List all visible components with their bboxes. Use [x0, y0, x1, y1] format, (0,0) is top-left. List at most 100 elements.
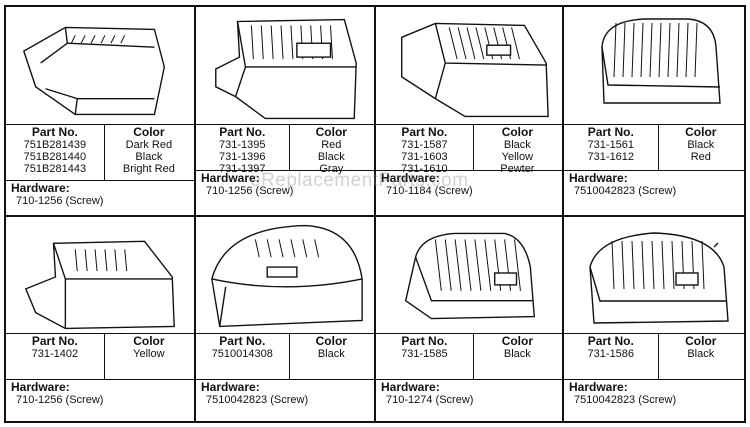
hardware-section: Hardware:7510042823 (Screw): [196, 379, 374, 421]
color-header: Color: [501, 125, 534, 139]
hardware-value: 710-1184 (Screw): [386, 185, 473, 197]
part-number: 731-1587: [401, 139, 448, 151]
long-shroud-icon: [6, 7, 194, 124]
color-header: Color: [133, 334, 165, 348]
watermark-text: eReplacementParts.com: [250, 170, 469, 191]
part-number: 751B281439: [23, 139, 87, 151]
hardware-header: Hardware:: [11, 181, 70, 195]
hardware-section: Hardware:710-1256 (Screw): [6, 379, 194, 421]
hardware-header: Hardware:: [201, 380, 260, 394]
hardware-section: Hardware:7510042823 (Screw): [564, 379, 744, 421]
hardware-header: Hardware:: [201, 171, 260, 185]
part-number: 751B281443: [23, 163, 87, 175]
part-color: Yellow: [501, 151, 534, 163]
color-header: Color: [315, 125, 347, 139]
part-number-column: Part No.731-1402: [6, 334, 105, 380]
hardware-header: Hardware:: [11, 380, 70, 394]
color-header: Color: [685, 334, 717, 348]
part-color: Red: [690, 151, 711, 163]
part-color: Black: [503, 348, 531, 360]
hardware-value: 710-1256 (Screw): [16, 394, 104, 406]
part-number-header: Part No.: [587, 334, 634, 348]
part-number-header: Part No.: [587, 125, 634, 139]
hardware-value: 710-1256 (Screw): [16, 195, 104, 207]
color-header: Color: [685, 125, 717, 139]
hardware-header: Hardware:: [569, 171, 628, 185]
part-color: Dark Red: [125, 139, 173, 151]
part-color: Black: [687, 139, 715, 151]
hardware-value: 7510042823 (Screw): [574, 394, 677, 406]
hardware-header: Hardware:: [381, 171, 440, 185]
part-number: 731-1612: [587, 151, 635, 163]
part-color: Black: [135, 151, 163, 163]
part-number-header: Part No.: [401, 125, 448, 139]
grilled-shroud-icon: [196, 7, 374, 124]
part-number-header: Part No.: [401, 334, 448, 348]
hardware-section: Hardware:710-1184 (Screw): [376, 170, 562, 215]
part-color: Black: [317, 348, 345, 360]
domed-shroud-icon: [196, 217, 374, 333]
rounded-shroud-icon: [564, 7, 744, 124]
hardware-section: Hardware:710-1274 (Screw): [376, 379, 562, 421]
part-color: Gray: [319, 163, 344, 175]
hardware-value: 7510042823 (Screw): [206, 394, 309, 406]
part-number-column: Part No.731-1585: [376, 334, 474, 380]
part-number: 751B281440: [23, 151, 87, 163]
part-number-header: Part No.: [219, 334, 266, 348]
part-color: Pewter: [500, 163, 535, 175]
part-number: 731-1603: [401, 151, 448, 163]
part-number: 731-1395: [219, 139, 266, 151]
hardware-header: Hardware:: [569, 380, 628, 394]
hardware-value: 710-1274 (Screw): [386, 394, 474, 406]
boxed-shroud-icon: [564, 217, 744, 333]
part-color: Red: [321, 139, 342, 151]
part-number-header: Part No.: [31, 334, 78, 348]
part-number: 731-1402: [31, 348, 79, 360]
part-color: Yellow: [133, 348, 165, 360]
part-color: Black: [503, 139, 531, 151]
part-number-column: Part No.731-1586: [564, 334, 659, 380]
part-color: Black: [687, 348, 715, 360]
hardware-header: Hardware:: [381, 380, 440, 394]
part-color: Black: [317, 151, 345, 163]
color-header: Color: [315, 334, 347, 348]
part-number: 731-1396: [219, 151, 266, 163]
part-number-header: Part No.: [31, 125, 78, 139]
part-number-header: Part No.: [219, 125, 266, 139]
part-number: 731-1561: [587, 139, 635, 151]
slatted-shroud-icon: [376, 217, 562, 333]
hardware-value: 7510042823 (Screw): [574, 185, 677, 197]
part-number: 731-1586: [587, 348, 635, 360]
hardware-value: 710-1256 (Screw): [206, 185, 294, 197]
angled-shroud-icon: [376, 7, 562, 124]
part-number: 731-1397: [219, 163, 266, 175]
color-header: Color: [133, 125, 165, 139]
